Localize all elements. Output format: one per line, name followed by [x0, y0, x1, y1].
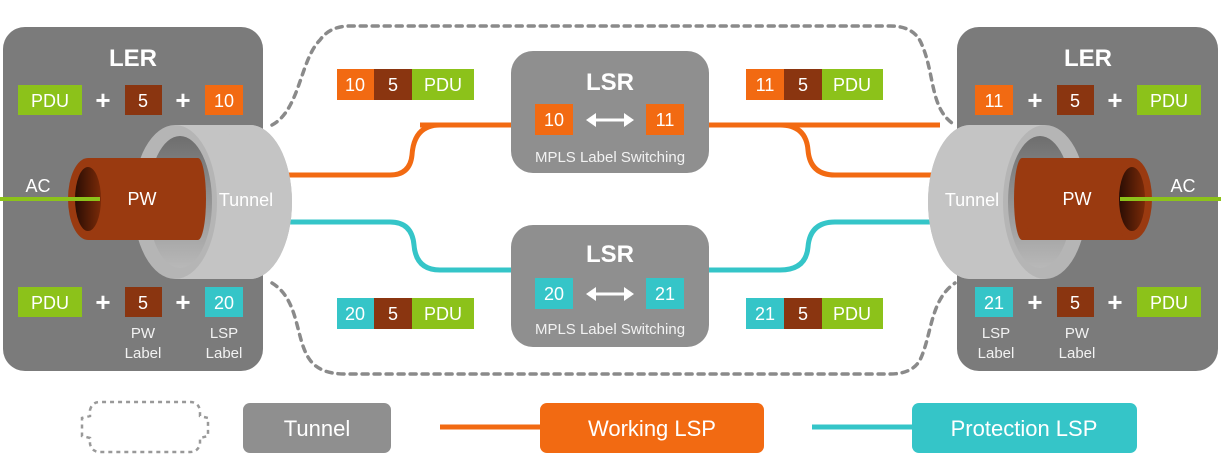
legend-tunnel-dashed-icon [80, 400, 210, 454]
packet-bottom-right-pdu: PDU [833, 304, 871, 324]
lsr-top-out-label: 11 [656, 110, 675, 130]
left-pw-caption-1: PW [131, 325, 156, 342]
lsr-top-box [511, 51, 709, 173]
left-bottom-lsp-label: 20 [214, 293, 234, 313]
left-ac-label: AC [25, 176, 50, 196]
packet-bottom-left-lsp: 20 [345, 304, 365, 324]
legend-tunnel-box [243, 403, 391, 453]
right-pw-caption-2: Label [1059, 345, 1096, 362]
legend-protection-box [912, 403, 1137, 453]
legend-working-box [540, 403, 764, 453]
lsr-bottom-out-block [646, 278, 684, 309]
right-top-lsp-label-block [975, 85, 1013, 115]
legend-working-label: Working LSP [588, 416, 716, 441]
right-top-pdu: PDU [1150, 91, 1188, 111]
right-pw [1014, 158, 1152, 240]
left-bottom-pw-label-block [125, 287, 162, 317]
left-top-pdu-block [18, 85, 82, 115]
right-top-plus1: + [1027, 85, 1042, 115]
left-top-plus1: + [95, 85, 110, 115]
right-bottom-pw-label: 5 [1070, 293, 1080, 313]
left-bottom-lsp-label-block [205, 287, 243, 317]
lsr-bottom-swap-arrow-icon [586, 287, 634, 301]
legend-tunnel-label: Tunnel [284, 416, 350, 441]
left-top-pw-label: 5 [138, 91, 148, 111]
lsr-bottom-caption: MPLS Label Switching [535, 321, 685, 338]
right-top-plus2: + [1107, 85, 1122, 115]
packet-bottom-right-pw: 5 [798, 304, 808, 324]
lsr-top-out-block [646, 104, 684, 135]
right-top-pdu-block [1137, 85, 1201, 115]
legend-protection-label: Protection LSP [951, 416, 1098, 441]
lsr-bottom-in-block [535, 278, 573, 309]
right-pw-caption-1: PW [1065, 325, 1090, 342]
lsr-top-in-label: 10 [544, 110, 564, 130]
left-bottom-plus2: + [175, 287, 190, 317]
lsr-bottom-in-label: 20 [544, 284, 564, 304]
packet-bottom-right: 21 5 PDU [746, 298, 883, 329]
protection-lsp-line-right [700, 219, 950, 273]
left-pw-label: PW [128, 189, 157, 209]
right-lsp-caption-2: Label [978, 345, 1015, 362]
left-lsp-caption-1: LSP [210, 325, 238, 342]
left-bottom-pdu-block [18, 287, 82, 317]
left-bottom-plus1: + [95, 287, 110, 317]
right-bottom-lsp-label-block [975, 287, 1013, 317]
right-bottom-plus2: + [1107, 287, 1122, 317]
left-top-pdu: PDU [31, 91, 69, 111]
right-lsp-caption-1: LSP [982, 325, 1010, 342]
packet-top-right-pdu: PDU [833, 75, 871, 95]
lsr-top-swap-arrow-icon [586, 113, 634, 127]
right-top-lsp-label: 11 [985, 91, 1004, 111]
tunnel-boundary-dashed [270, 24, 957, 376]
left-tunnel-label: Tunnel [219, 190, 273, 210]
left-bottom-pw-label: 5 [138, 293, 148, 313]
right-ac-label: AC [1170, 176, 1195, 196]
lsr-top-title: LSR [586, 69, 634, 96]
packet-top-left-lsp: 10 [345, 75, 365, 95]
packet-top-right-lsp: 11 [756, 75, 775, 95]
packet-bottom-left-pdu: PDU [424, 304, 462, 324]
left-lsp-caption-2: Label [206, 345, 243, 362]
right-top-pw-label-block [1057, 85, 1094, 115]
packet-bottom-right-lsp: 21 [755, 304, 775, 324]
packet-top-left: 10 5 PDU [337, 69, 474, 100]
packet-bottom-left-pw: 5 [388, 304, 398, 324]
lsr-bottom-box [511, 225, 709, 347]
left-top-lsp-label: 10 [214, 91, 234, 111]
left-top-plus2: + [175, 85, 190, 115]
right-bottom-pdu: PDU [1150, 293, 1188, 313]
right-bottom-pw-label-block [1057, 287, 1094, 317]
right-pw-label: PW [1063, 189, 1092, 209]
packet-top-right-pw: 5 [798, 75, 808, 95]
right-tunnel-label: Tunnel [945, 190, 999, 210]
packet-bottom-left: 20 5 PDU [337, 298, 474, 329]
right-top-pw-label: 5 [1070, 91, 1080, 111]
packet-top-right: 11 5 PDU [746, 69, 883, 100]
protection-lsp-line [270, 219, 520, 273]
lsr-bottom-title: LSR [586, 241, 634, 268]
lsr-bottom-out-label: 21 [655, 284, 675, 304]
left-bottom-pdu: PDU [31, 293, 69, 313]
working-lsp-line-right [700, 122, 950, 178]
packet-top-left-pw: 5 [388, 75, 398, 95]
right-bottom-lsp-label: 21 [984, 293, 1004, 313]
right-bottom-plus1: + [1027, 287, 1042, 317]
right-bottom-pdu-block [1137, 287, 1201, 317]
left-ler-title: LER [109, 45, 157, 72]
left-top-pw-label-block [125, 85, 162, 115]
lsr-top-caption: MPLS Label Switching [535, 149, 685, 166]
lsr-top-in-block [535, 104, 573, 135]
left-top-lsp-label-block [205, 85, 243, 115]
packet-top-left-pdu: PDU [424, 75, 462, 95]
left-pw-caption-2: Label [125, 345, 162, 362]
right-ler-title: LER [1064, 45, 1112, 72]
